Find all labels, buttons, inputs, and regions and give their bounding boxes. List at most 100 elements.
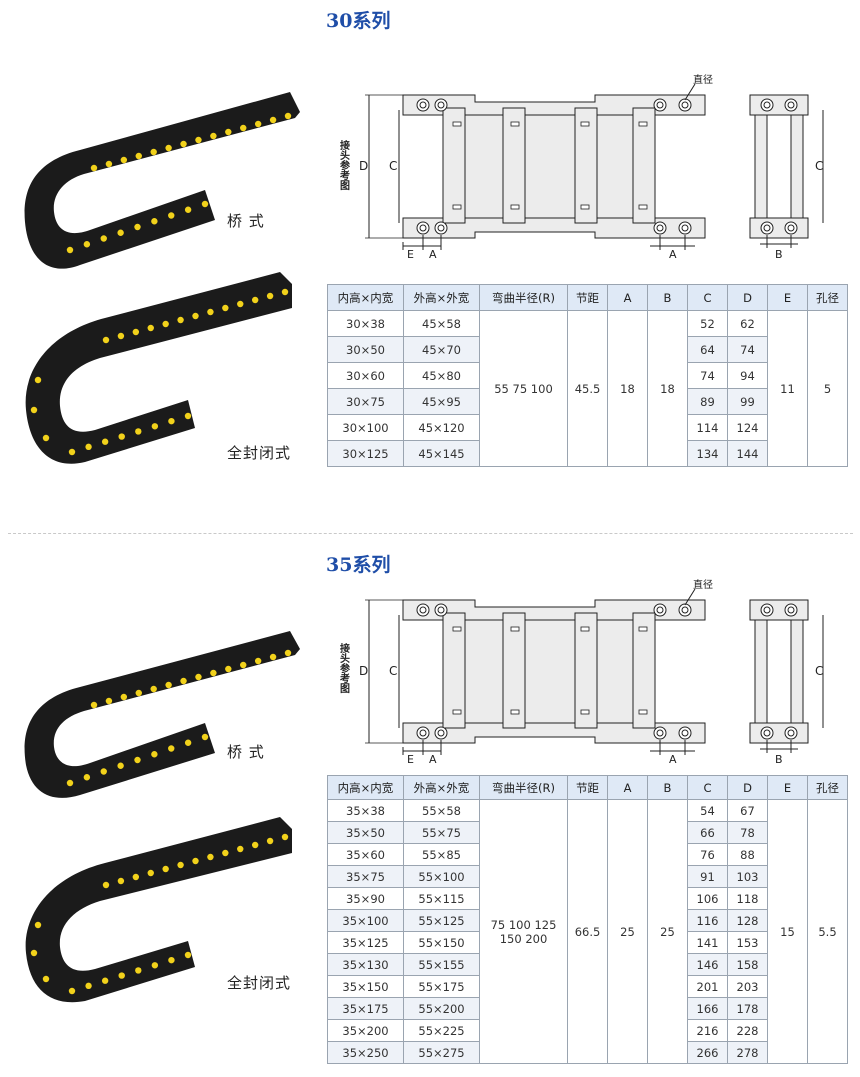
chain-pin-dot <box>195 673 202 681</box>
cell-outer: 55×85 <box>403 843 480 866</box>
header-c: C <box>687 775 728 800</box>
cell-d: 178 <box>727 997 768 1020</box>
cell-inner: 35×150 <box>327 975 404 998</box>
chain-pin-dot <box>132 873 140 881</box>
cell-outer: 55×58 <box>403 799 480 822</box>
cell-inner: 35×200 <box>327 1019 404 1042</box>
cell-c: 89 <box>687 388 728 415</box>
cell-c: 66 <box>687 821 728 844</box>
chain-pin-dot <box>266 292 274 300</box>
cell-c: 201 <box>687 975 728 998</box>
cell-inner: 35×175 <box>327 997 404 1020</box>
cell-d: 158 <box>727 953 768 976</box>
chain-pin-dot <box>151 751 158 758</box>
chain-pin-dot <box>150 685 157 693</box>
chain-pin-dot <box>118 433 125 440</box>
chain-pin-dot <box>147 869 154 877</box>
chain-pin-dot <box>207 308 214 316</box>
joint-diagram-30: 接头参考图 D C 直径 E A A <box>338 73 824 260</box>
chain-pin-dot <box>120 693 128 701</box>
joint-diagram-35: 接头参考图 D C 直径 E A A <box>338 578 824 765</box>
cell-outer: 55×155 <box>403 953 480 976</box>
cell-outer: 55×150 <box>403 931 480 954</box>
chain-pin-dot <box>162 320 169 328</box>
cell-outer: 45×145 <box>403 440 480 467</box>
chain-pin-dot <box>117 229 124 236</box>
side-b-label: B <box>775 248 783 260</box>
chain-pin-dot <box>85 443 92 451</box>
chain-pin-dot <box>90 164 98 172</box>
cell-a: 18 <box>607 310 648 467</box>
cell-c: 114 <box>687 414 728 441</box>
chain-pin-dot <box>101 977 109 984</box>
cell-d: 153 <box>727 931 768 954</box>
chain-pin-dot <box>85 982 92 990</box>
chain-pin-dot <box>151 218 158 225</box>
header-e: E <box>767 284 808 311</box>
header-hole: 孔径 <box>807 284 848 311</box>
cell-outer: 55×115 <box>403 887 480 910</box>
chain-pin-dot <box>184 412 192 420</box>
chain-pin-dot <box>34 376 42 384</box>
chain-pin-dot <box>207 853 214 861</box>
cell-inner: 30×125 <box>327 440 404 467</box>
chain-pin-dot <box>117 762 124 769</box>
diameter-label: 直径 <box>693 578 713 591</box>
table-row: 35×125 55×150 141 153 <box>327 931 848 954</box>
dim-e-label: E <box>407 753 414 765</box>
cell-c: 146 <box>687 953 728 976</box>
cell-inner: 35×100 <box>327 909 404 932</box>
bridge-chain-photo-35 <box>24 631 300 798</box>
cell-c: 166 <box>687 997 728 1020</box>
dim-c-label: C <box>389 159 397 173</box>
cell-b: 18 <box>647 310 688 467</box>
chain-pin-dot <box>168 745 175 752</box>
chain-pin-dot <box>132 328 140 336</box>
header-radius: 弯曲半径(R) <box>479 284 568 311</box>
cell-d: 88 <box>727 843 768 866</box>
cell-outer: 55×125 <box>403 909 480 932</box>
chain-pin-dot <box>184 739 192 746</box>
cell-c: 266 <box>687 1041 728 1064</box>
cell-d: 124 <box>727 414 768 441</box>
chain-pin-dot <box>42 434 50 442</box>
table-row: 35×175 55×200 166 178 <box>327 997 848 1020</box>
table-row: 30×75 45×95 89 99 <box>327 388 848 415</box>
header-e: E <box>767 775 808 800</box>
dim-a2-label: A <box>669 753 677 765</box>
cell-outer: 55×275 <box>403 1041 480 1064</box>
cell-hole: 5.5 <box>807 799 848 1064</box>
chain-pin-dot <box>281 833 289 841</box>
chain-pin-dot <box>254 657 262 665</box>
cell-c: 64 <box>687 336 728 363</box>
cell-inner: 35×38 <box>327 799 404 822</box>
chain-pin-dot <box>195 136 202 144</box>
chain-pin-dot <box>225 665 232 673</box>
section-divider <box>8 533 853 534</box>
cell-outer: 55×100 <box>403 865 480 888</box>
cell-inner: 30×50 <box>327 336 404 363</box>
bridge-type-label-30: 桥 式 <box>227 212 265 230</box>
chain-pin-dot <box>162 865 169 873</box>
table-row: 30×38 45×58 55 75 100 45.5 18 18 52 62 1… <box>327 310 848 467</box>
table-row: 35×100 55×125 116 128 <box>327 909 848 932</box>
header-a: A <box>607 775 648 800</box>
chain-pin-dot <box>222 304 229 312</box>
chain-pin-dot <box>201 733 209 741</box>
chain-pin-dot <box>225 128 232 136</box>
table-row: 35×50 55×75 66 78 <box>327 821 848 844</box>
chain-pin-dot <box>134 223 141 231</box>
chain-pin-dot <box>269 653 277 661</box>
cell-d: 103 <box>727 865 768 888</box>
cell-inner: 35×90 <box>327 887 404 910</box>
bridge-type-label-35: 桥 式 <box>227 743 265 761</box>
chain-pin-dot <box>237 300 244 308</box>
cell-inner: 35×130 <box>327 953 404 976</box>
chain-pin-dot <box>254 120 262 128</box>
chain-pin-dot <box>135 428 142 435</box>
spec-table-35: 内高×内宽 外高×外宽 弯曲半径(R) 节距 A B C D E 孔径 35×3… <box>327 775 848 1064</box>
dim-c-label: C <box>389 664 397 678</box>
cell-inner: 30×100 <box>327 414 404 441</box>
cell-c: 76 <box>687 843 728 866</box>
chain-pin-dot <box>151 423 159 430</box>
